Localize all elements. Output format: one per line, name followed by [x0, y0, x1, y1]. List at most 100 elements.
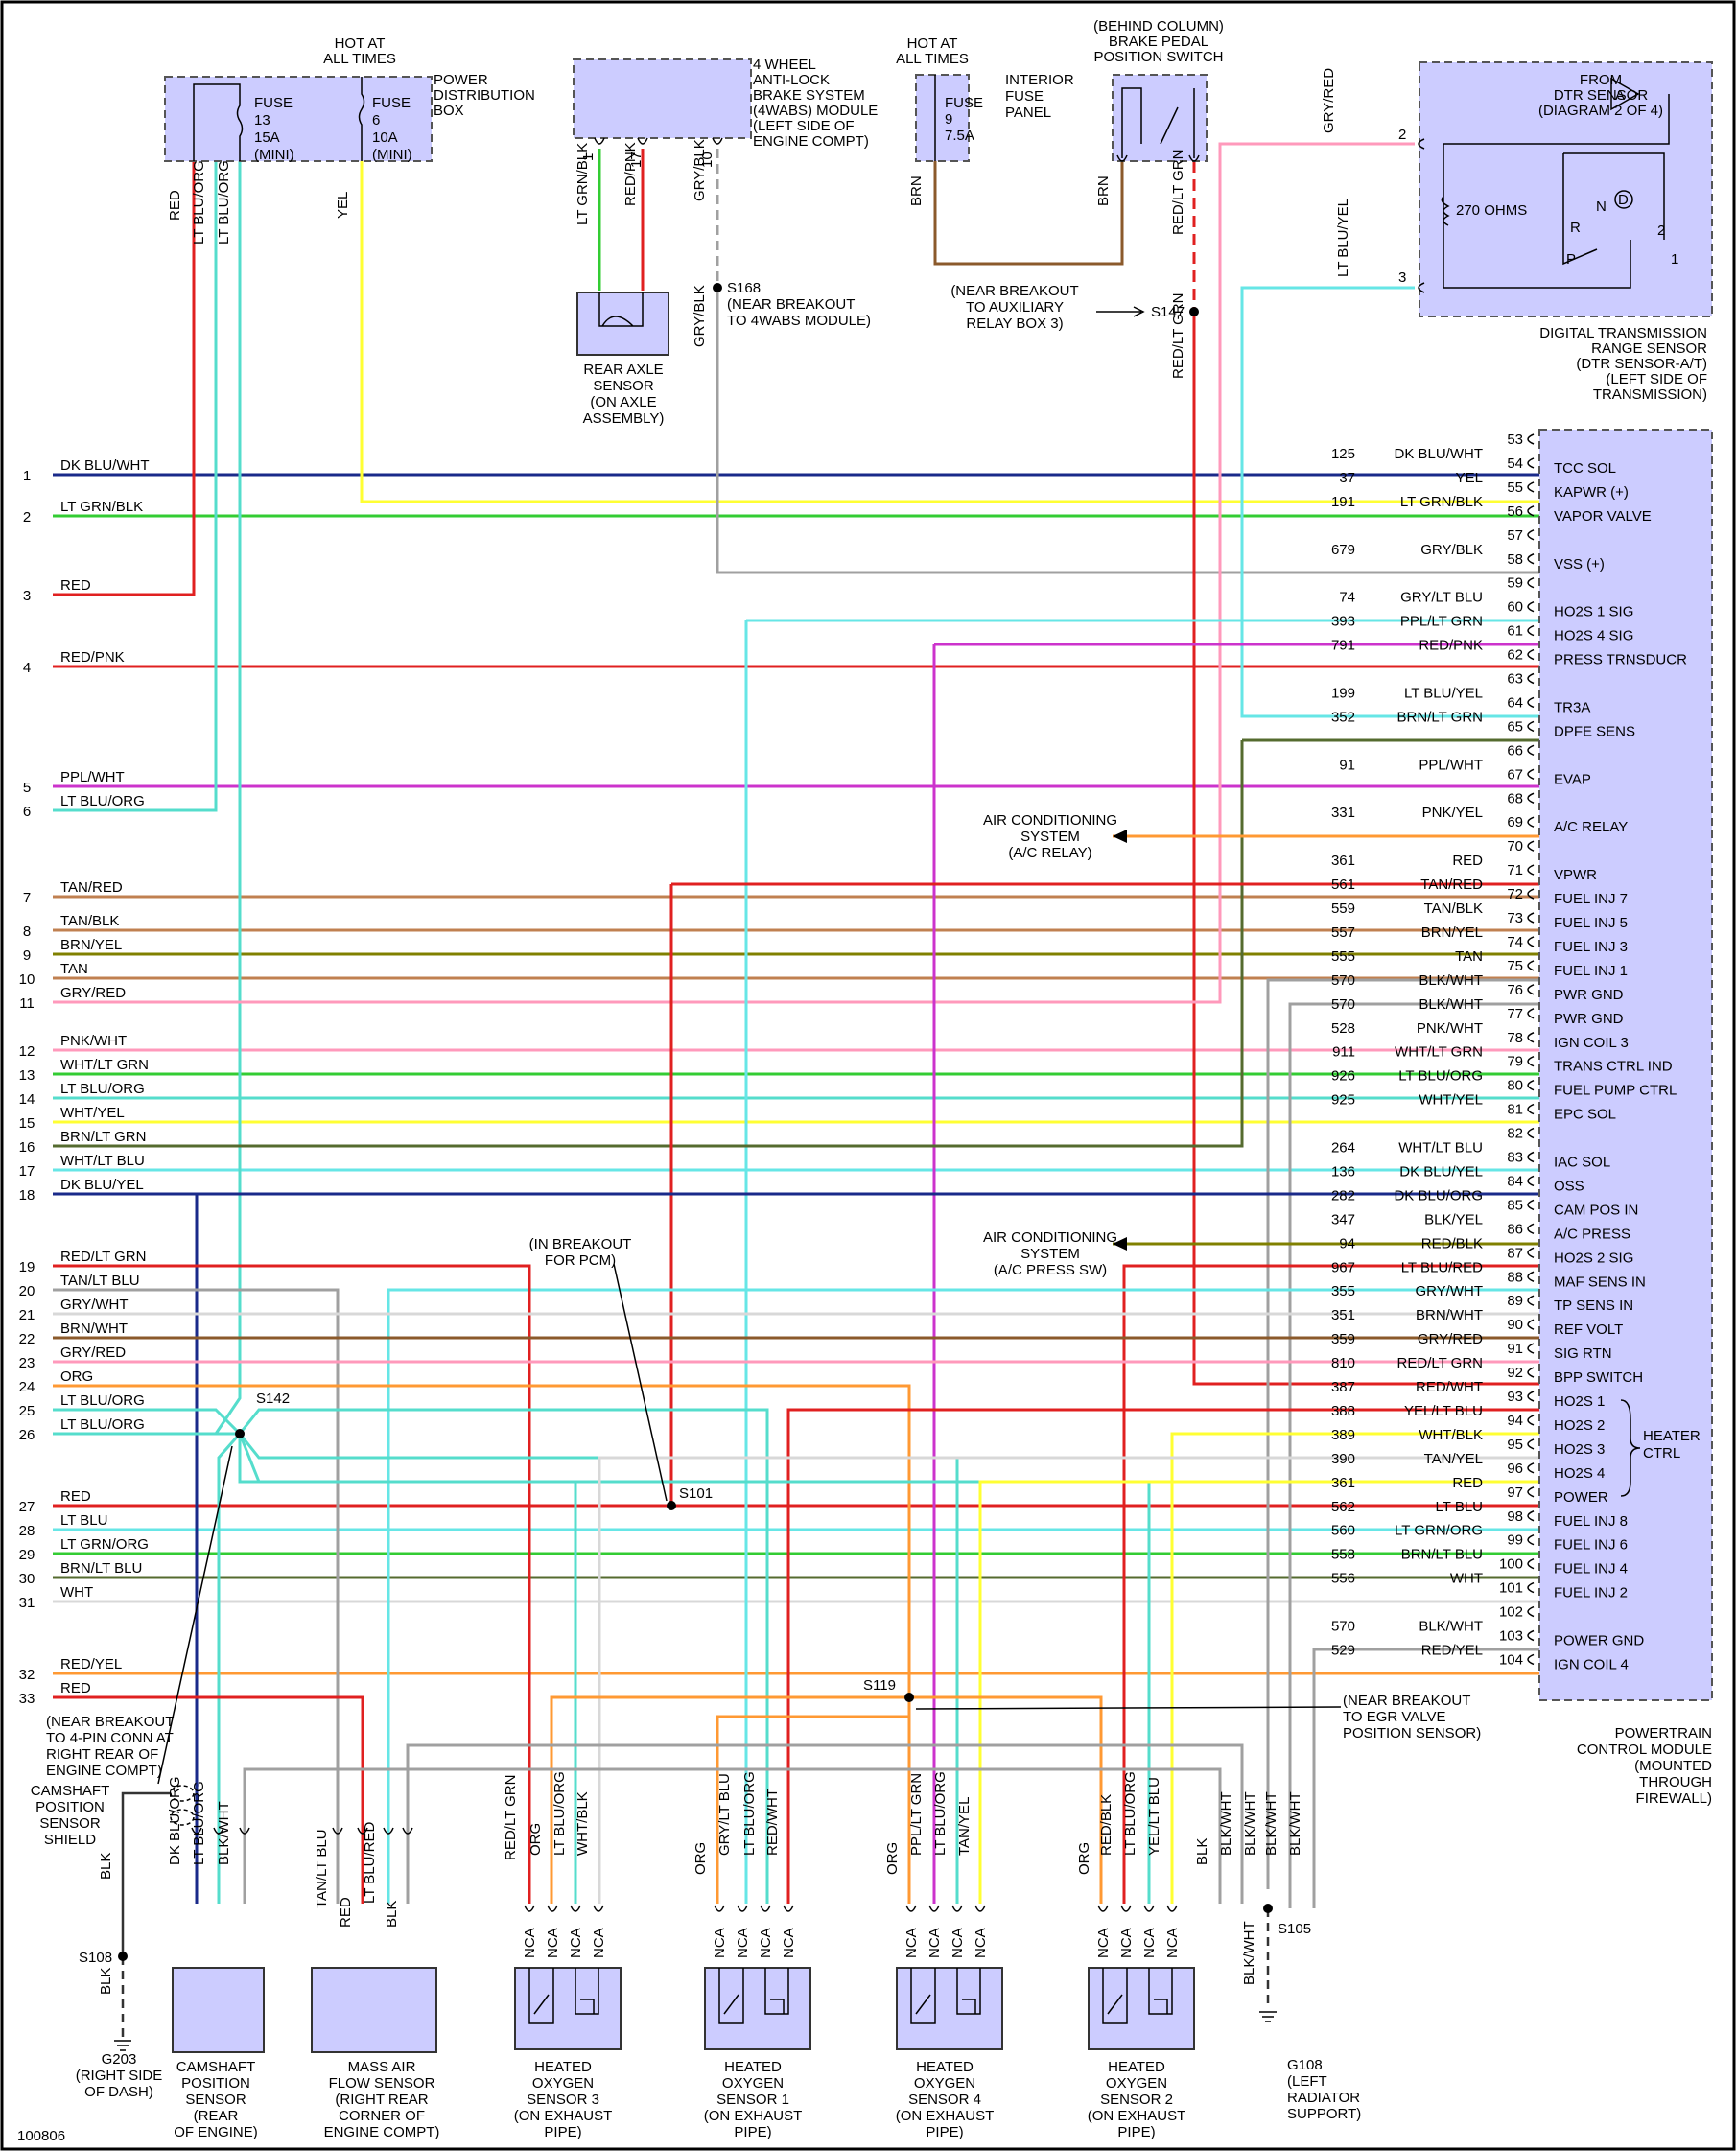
vertical-wire-label: WHT/BLK: [575, 1791, 591, 1856]
dtr-from-label: (DIAGRAM 2 OF 4): [1538, 103, 1663, 119]
hot-at-all-times: HOT AT: [335, 35, 386, 52]
left-pin-2: 2: [23, 509, 31, 526]
conn-cmp: [239, 1827, 250, 1835]
pcm-color-54: DK BLU/WHT: [1394, 446, 1483, 462]
s147-dot: [1189, 307, 1199, 316]
dtr-sensor: [1419, 61, 1713, 317]
pcm-conn-76: [1527, 984, 1535, 995]
interior-fuse-panel-label: INTERIOR: [1005, 72, 1074, 88]
pcm-color-60: GRY/LT BLU: [1400, 590, 1483, 606]
pcm-circuit-76: 570: [1331, 972, 1355, 989]
pcm-pin-65: 65: [1507, 718, 1523, 735]
dtr-sensor-label: RANGE SENSOR: [1591, 340, 1707, 357]
left-pin-color-1: DK BLU/WHT: [60, 457, 150, 474]
left-pin-color-30: BRN/LT BLU: [60, 1560, 142, 1577]
ac-press-label: AIR CONDITIONING: [983, 1229, 1117, 1246]
dtr-sensor-label: DIGITAL TRANSMISSION: [1539, 325, 1707, 341]
s168-dot: [713, 283, 722, 292]
hot-at-all-times: ALL TIMES: [323, 51, 396, 67]
s119-dot: [904, 1693, 914, 1702]
fuse-6-label: 10A: [372, 129, 398, 146]
pcm-pin-58: 58: [1507, 551, 1523, 568]
maf-sensor-label: MASS AIR: [348, 2059, 416, 2075]
wire-yelltblu: [1170, 1432, 1539, 1904]
vertical-wire-label: DK BLU/ORG: [167, 1776, 183, 1865]
vertical-wire-label: BLK: [1194, 1838, 1210, 1865]
pcm-conn-104: [1527, 1653, 1535, 1666]
pcm-func-62: PRESS TRNSDUCR: [1554, 652, 1687, 668]
left-pin-24: 24: [19, 1379, 35, 1395]
ho2s4-label: SENSOR 4: [908, 2092, 981, 2108]
left-pin-5: 5: [23, 780, 31, 796]
pcm-color-71: RED: [1452, 853, 1483, 869]
brake-pedal-switch: [1112, 74, 1208, 162]
pcm-conn-72: [1527, 888, 1535, 900]
pcm-func-61: HO2S 4 SIG: [1554, 628, 1633, 644]
ho2s3-conn: [547, 1905, 558, 1912]
pcm-circuit-71: 361: [1331, 853, 1355, 869]
left-pin-31: 31: [19, 1595, 35, 1611]
left-pin-color-3: RED: [60, 577, 91, 594]
pcm-conn-66: [1527, 744, 1535, 757]
s105-label: S105: [1278, 1921, 1311, 1937]
pcm-label: THROUGH: [1639, 1774, 1712, 1790]
ho2s3-label: (ON EXHAUST: [514, 2108, 613, 2124]
wire-shield-ground: [121, 1791, 171, 1956]
left-pin-color-6: LT BLU/ORG: [60, 793, 145, 809]
wire-tanyel: [978, 1480, 1539, 1904]
pcm-conn-86: [1527, 1223, 1535, 1235]
ho2s4-conn: [951, 1905, 963, 1912]
pcm-pin-60: 60: [1507, 599, 1523, 616]
pcm-func-86: A/C PRESS: [1554, 1226, 1630, 1242]
wire-s142-ho2: [238, 1433, 1151, 1904]
pcm-pin-84: 84: [1507, 1173, 1523, 1189]
wire-redblk: [1122, 1264, 1539, 1904]
pcm-color-74: BRN/YEL: [1421, 924, 1483, 941]
left-pin-15: 15: [19, 1115, 35, 1132]
brake-pedal-switch-label: BRAKE PEDAL: [1109, 34, 1208, 50]
heater-ctrl-label: CTRL: [1643, 1445, 1680, 1461]
wire-org-ho3: [550, 1695, 909, 1904]
pcm-conn-58: [1527, 553, 1535, 565]
left-pin-color-26: LT BLU/ORG: [60, 1416, 145, 1433]
cmp-sensor-label: (REAR: [194, 2108, 239, 2124]
pcm-color-64: LT BLU/YEL: [1404, 685, 1483, 701]
pcm-breakout-pointer: [613, 1263, 668, 1502]
pcm-label: CONTROL MODULE: [1577, 1742, 1712, 1758]
pcm-conn-59: [1527, 577, 1535, 589]
ho2s3-label: PIPE): [544, 2124, 581, 2140]
pcm-func-104: IGN COIL 4: [1554, 1656, 1629, 1672]
pcm-func-98: FUEL INJ 8: [1554, 1513, 1628, 1530]
pcm-pin-78: 78: [1507, 1030, 1523, 1046]
pcm-color-65: BRN/LT GRN: [1397, 709, 1483, 725]
left-pin-color-25: LT BLU/ORG: [60, 1392, 145, 1409]
vertical-wire-label: RED/LT GRN: [1170, 150, 1186, 235]
dtr-from-label: FROM: [1580, 72, 1622, 88]
pcm-pin-79: 79: [1507, 1054, 1523, 1070]
near-4pin-label: RIGHT REAR OF: [46, 1746, 158, 1763]
vertical-wire-label: BLK: [384, 1901, 400, 1928]
left-pin-22: 22: [19, 1331, 35, 1347]
pcm-circuit-56: 191: [1331, 494, 1355, 510]
left-pin-color-2: LT GRN/BLK: [60, 499, 143, 515]
pcm-conn-100: [1527, 1557, 1535, 1570]
abs-conn-10: [712, 137, 723, 145]
shield-label: POSITION: [35, 1799, 105, 1815]
pcm-pin-100: 100: [1499, 1556, 1523, 1573]
maf-sensor-label: FLOW SENSOR: [329, 2075, 435, 2092]
interior-fuse-panel: [915, 74, 970, 162]
pcm-color-88: LT BLU/RED: [1401, 1259, 1483, 1275]
pcm-pin-77: 77: [1507, 1006, 1523, 1022]
left-pin-20: 20: [19, 1283, 35, 1299]
pcm-func-78: IGN COIL 3: [1554, 1035, 1629, 1051]
pcm-circuit-103: 570: [1331, 1619, 1355, 1635]
pcm-func-79: TRANS CTRL IND: [1554, 1059, 1673, 1075]
left-pin-color-11: GRY/RED: [60, 985, 126, 1001]
pcm-func-69: A/C RELAY: [1554, 819, 1628, 835]
vertical-wire-label: LT BLU/ORG: [191, 1781, 207, 1865]
ho2s2-label: HEATED: [1108, 2059, 1165, 2075]
pcm-circuit-65: 352: [1331, 709, 1355, 725]
heater-ctrl-label: HEATER: [1643, 1428, 1701, 1444]
vertical-wire-label: BLK/WHT: [1263, 1791, 1279, 1856]
bpp-conn-a: [1116, 154, 1128, 162]
